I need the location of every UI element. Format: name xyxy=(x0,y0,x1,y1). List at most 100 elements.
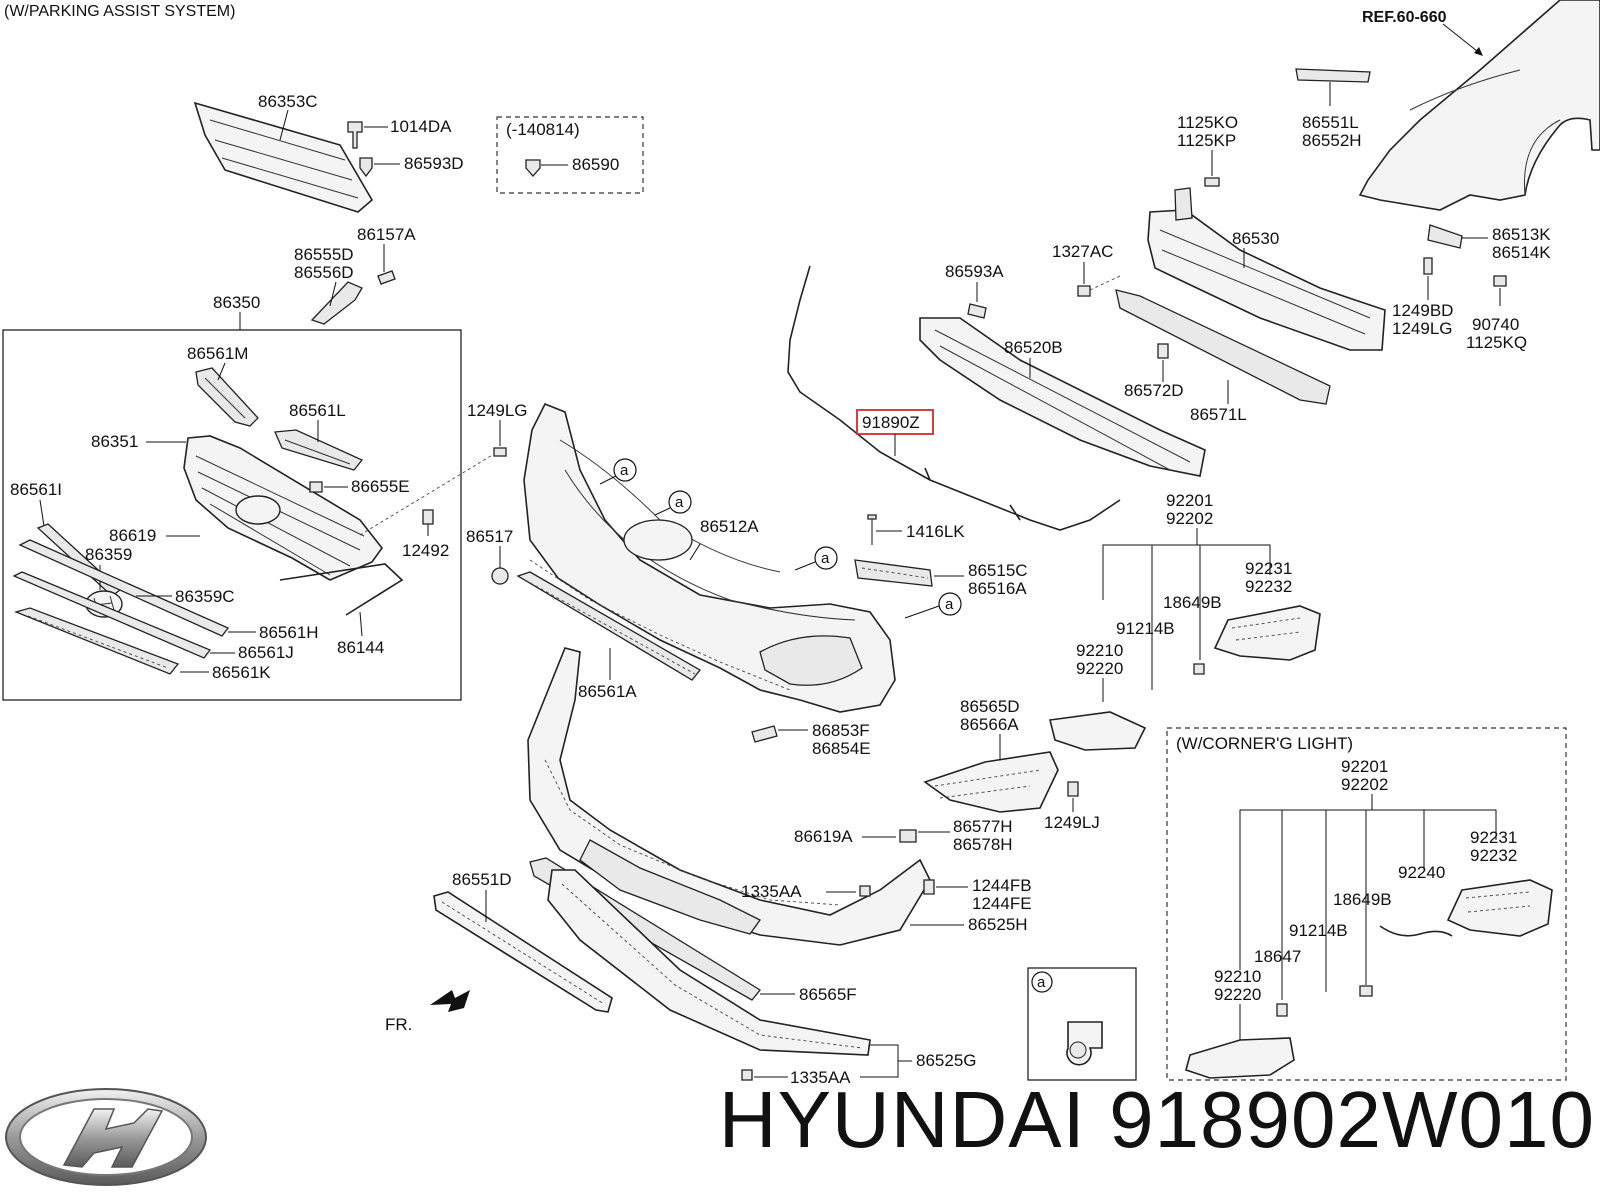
label-92231-b[interactable]: 92231 xyxy=(1470,828,1517,847)
label-92232-a[interactable]: 92232 xyxy=(1245,577,1292,596)
label-92202-b[interactable]: 92202 xyxy=(1341,775,1388,794)
label-18647[interactable]: 18647 xyxy=(1254,947,1301,966)
label-86561h[interactable]: 86561H xyxy=(259,623,319,642)
label-1014da[interactable]: 1014DA xyxy=(390,117,452,136)
callout-a-2-letter: a xyxy=(675,494,684,511)
label-92202-a[interactable]: 92202 xyxy=(1166,509,1213,528)
hyundai-logo-icon xyxy=(5,1088,207,1186)
label-1244fb[interactable]: 1244FB xyxy=(972,876,1032,895)
clip-86655e xyxy=(309,481,323,493)
label-86561m[interactable]: 86561M xyxy=(187,344,248,363)
label-86513k[interactable]: 86513K xyxy=(1492,225,1551,244)
label-86566a[interactable]: 86566A xyxy=(960,715,1019,734)
label-1125kp[interactable]: 1125KP xyxy=(1177,131,1236,150)
label-86517[interactable]: 86517 xyxy=(466,527,513,546)
label-1249lg-a[interactable]: 1249LG xyxy=(467,401,528,420)
label-86525h[interactable]: 86525H xyxy=(968,915,1028,934)
label-86853f[interactable]: 86853F xyxy=(812,721,870,740)
label-86655e[interactable]: 86655E xyxy=(351,477,410,496)
label-86590[interactable]: 86590 xyxy=(572,155,619,174)
bracket-86555d xyxy=(310,281,363,325)
label-1125kq[interactable]: 1125KQ xyxy=(1466,333,1527,352)
label-86578h[interactable]: 86578H xyxy=(953,835,1013,854)
label-12492[interactable]: 12492 xyxy=(402,541,449,560)
label-1249lj[interactable]: 1249LJ xyxy=(1044,813,1100,832)
label-18649b-b[interactable]: 18649B xyxy=(1333,890,1392,909)
label-1249lg-b[interactable]: 1249LG xyxy=(1392,319,1453,338)
label-18649b-a[interactable]: 18649B xyxy=(1163,593,1222,612)
label-86525g[interactable]: 86525G xyxy=(916,1051,977,1070)
label-86512a[interactable]: 86512A xyxy=(700,517,759,536)
label-86571l[interactable]: 86571L xyxy=(1190,405,1247,424)
label-86619a[interactable]: 86619A xyxy=(794,827,853,846)
label-86561a[interactable]: 86561A xyxy=(578,682,637,701)
label-86157a[interactable]: 86157A xyxy=(357,225,416,244)
label-1327ac[interactable]: 1327AC xyxy=(1052,242,1113,261)
label-1244fe[interactable]: 1244FE xyxy=(972,894,1032,913)
label-86556d[interactable]: 86556D xyxy=(294,263,354,282)
label-92201-a[interactable]: 92201 xyxy=(1166,491,1213,510)
callout-a-1[interactable] xyxy=(613,458,637,482)
skid-plate xyxy=(579,839,761,935)
label-86353c[interactable]: 86353C xyxy=(258,92,318,111)
label-92231-a[interactable]: 92231 xyxy=(1245,559,1292,578)
cornering-lamp-housing xyxy=(1446,879,1553,937)
label-92232-b[interactable]: 92232 xyxy=(1470,846,1517,865)
label-1249bd[interactable]: 1249BD xyxy=(1392,301,1453,320)
label-86359[interactable]: 86359 xyxy=(85,545,132,564)
label-86561j[interactable]: 86561J xyxy=(238,643,294,662)
label-1125ko[interactable]: 1125KO xyxy=(1177,113,1238,132)
label-91214b-a[interactable]: 91214B xyxy=(1116,619,1175,638)
label-91214b-b[interactable]: 91214B xyxy=(1289,921,1348,940)
screw-1249lg-a xyxy=(493,447,507,457)
label-86555d[interactable]: 86555D xyxy=(294,245,354,264)
radiator-grille-86351 xyxy=(183,435,383,581)
ref-label[interactable]: REF.60-660 xyxy=(1362,9,1447,26)
label-86359c[interactable]: 86359C xyxy=(175,587,235,606)
label-1335aa-a[interactable]: 1335AA xyxy=(741,882,802,901)
label-86593d[interactable]: 86593D xyxy=(404,154,464,173)
callout-a-2[interactable] xyxy=(668,490,692,514)
label-86350[interactable]: 86350 xyxy=(213,293,260,312)
label-86551d[interactable]: 86551D xyxy=(452,870,512,889)
label-86144[interactable]: 86144 xyxy=(337,638,384,657)
label-91890z[interactable]: 91890Z xyxy=(862,413,920,432)
label-86593a[interactable]: 86593A xyxy=(945,262,1004,281)
label-86561l[interactable]: 86561L xyxy=(289,401,346,420)
label-86854e[interactable]: 86854E xyxy=(812,739,871,758)
label-86619[interactable]: 86619 xyxy=(109,526,156,545)
grille-insert-86561m xyxy=(195,367,259,427)
label-92210-b[interactable]: 92210 xyxy=(1214,967,1261,986)
label-86572d[interactable]: 86572D xyxy=(1124,381,1184,400)
parking-sensor-95700b xyxy=(1066,1021,1103,1066)
label-86565f[interactable]: 86565F xyxy=(799,985,857,1004)
label-86561k[interactable]: 86561K xyxy=(212,663,271,682)
label-86561i[interactable]: 86561I xyxy=(10,480,62,499)
label-86577h[interactable]: 86577H xyxy=(953,817,1013,836)
screw-1249lj xyxy=(1067,781,1079,797)
bracket-86853f xyxy=(751,725,778,743)
label-86551l[interactable]: 86551L xyxy=(1302,113,1359,132)
label-86516a[interactable]: 86516A xyxy=(968,579,1027,598)
label-1335aa-b[interactable]: 1335AA xyxy=(790,1068,851,1087)
fog-lamp-upper xyxy=(1213,605,1321,661)
label-92220-a[interactable]: 92220 xyxy=(1076,659,1123,678)
label-92201-b[interactable]: 92201 xyxy=(1341,757,1388,776)
label-86520b[interactable]: 86520B xyxy=(1004,338,1063,357)
label-92220-b[interactable]: 92220 xyxy=(1214,985,1261,1004)
label-86530[interactable]: 86530 xyxy=(1232,229,1279,248)
date-box xyxy=(496,116,644,194)
label-90740[interactable]: 90740 xyxy=(1472,315,1519,334)
callout-a-3[interactable] xyxy=(814,546,838,570)
label-86351[interactable]: 86351 xyxy=(91,432,138,451)
label-86565d[interactable]: 86565D xyxy=(960,697,1020,716)
label-86514k[interactable]: 86514K xyxy=(1492,243,1551,262)
label-92210-a[interactable]: 92210 xyxy=(1076,641,1123,660)
cornering-lens-92210 xyxy=(1185,1037,1295,1079)
callout-a-4[interactable] xyxy=(938,592,962,616)
label-86515c[interactable]: 86515C xyxy=(968,561,1028,580)
label-86552h[interactable]: 86552H xyxy=(1302,131,1362,150)
label-1416lk[interactable]: 1416LK xyxy=(906,522,965,541)
label-92240[interactable]: 92240 xyxy=(1398,863,1445,882)
cornering-light-box xyxy=(1166,727,1567,1081)
